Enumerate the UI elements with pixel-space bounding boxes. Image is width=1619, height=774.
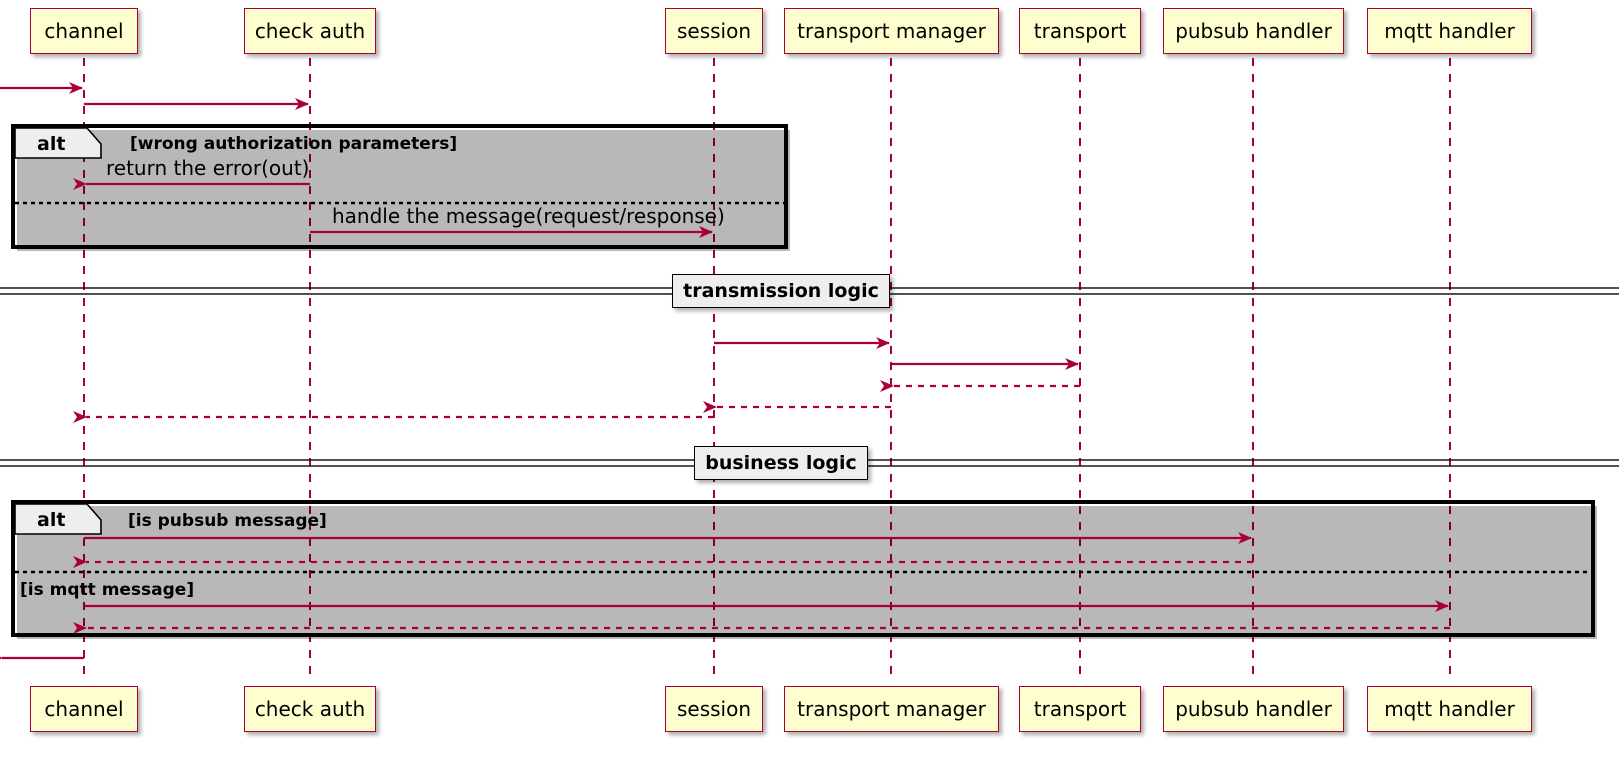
participant-label: session — [676, 697, 752, 721]
fragment-condition: [is pubsub message] — [128, 511, 327, 531]
message-label-handle-message: handle the message(request/response) — [332, 204, 725, 228]
participant-label: transport — [1033, 697, 1127, 721]
participant-footer-mqtt-handler[interactable]: mqtt handler — [1367, 686, 1532, 732]
participant-header-transport-manager[interactable]: transport manager — [784, 8, 999, 54]
fragment-operator-alt-authorization: alt — [37, 133, 66, 155]
participant-header-check-auth[interactable]: check auth — [244, 8, 376, 54]
participant-label: check auth — [254, 697, 366, 721]
participant-footer-transport-manager[interactable]: transport manager — [784, 686, 999, 732]
dividers-group — [0, 287, 1619, 467]
lifelines-group — [83, 58, 1451, 682]
participant-label: mqtt handler — [1384, 19, 1515, 43]
divider-label: business logic — [705, 452, 857, 474]
participant-header-mqtt-handler[interactable]: mqtt handler — [1367, 8, 1532, 54]
participant-label: channel — [44, 19, 124, 43]
fragment-border-alt-business — [11, 500, 1595, 637]
participant-header-pubsub-handler[interactable]: pubsub handler — [1163, 8, 1344, 54]
participant-header-channel[interactable]: channel — [30, 8, 138, 54]
participant-label: transport — [1033, 19, 1127, 43]
participant-footer-transport[interactable]: transport — [1019, 686, 1141, 732]
participant-label: transport manager — [797, 697, 986, 721]
fragment-operator-tab — [14, 127, 102, 159]
message-label-return-error: return the error(out) — [106, 156, 310, 180]
participant-footer-check-auth[interactable]: check auth — [244, 686, 376, 732]
participant-label: pubsub handler — [1175, 19, 1332, 43]
participant-label: mqtt handler — [1384, 697, 1515, 721]
participant-header-session[interactable]: session — [665, 8, 763, 54]
participant-footer-channel[interactable]: channel — [30, 686, 138, 732]
participant-label: pubsub handler — [1175, 697, 1332, 721]
fragment-operator-alt-business: alt — [37, 509, 66, 531]
divider-transmission: transmission logic — [672, 274, 890, 308]
fragment-frames-group — [11, 124, 1597, 639]
fragment-border-alt-authorization — [11, 124, 788, 249]
arrows-group — [0, 82, 1450, 664]
divider-business: business logic — [694, 446, 868, 480]
participant-footer-session[interactable]: session — [665, 686, 763, 732]
fragment-condition: [wrong authorization parameters] — [130, 134, 458, 154]
participant-label: session — [676, 19, 752, 43]
participant-header-transport[interactable]: transport — [1019, 8, 1141, 54]
fragment-condition: [is mqtt message] — [20, 580, 195, 600]
participant-footer-pubsub-handler[interactable]: pubsub handler — [1163, 686, 1344, 732]
participant-label: transport manager — [797, 19, 986, 43]
participant-label: check auth — [254, 19, 366, 43]
participant-label: channel — [44, 697, 124, 721]
fragment-operator-tab — [14, 503, 102, 535]
divider-label: transmission logic — [683, 280, 879, 302]
fragment-shadow — [17, 130, 790, 251]
